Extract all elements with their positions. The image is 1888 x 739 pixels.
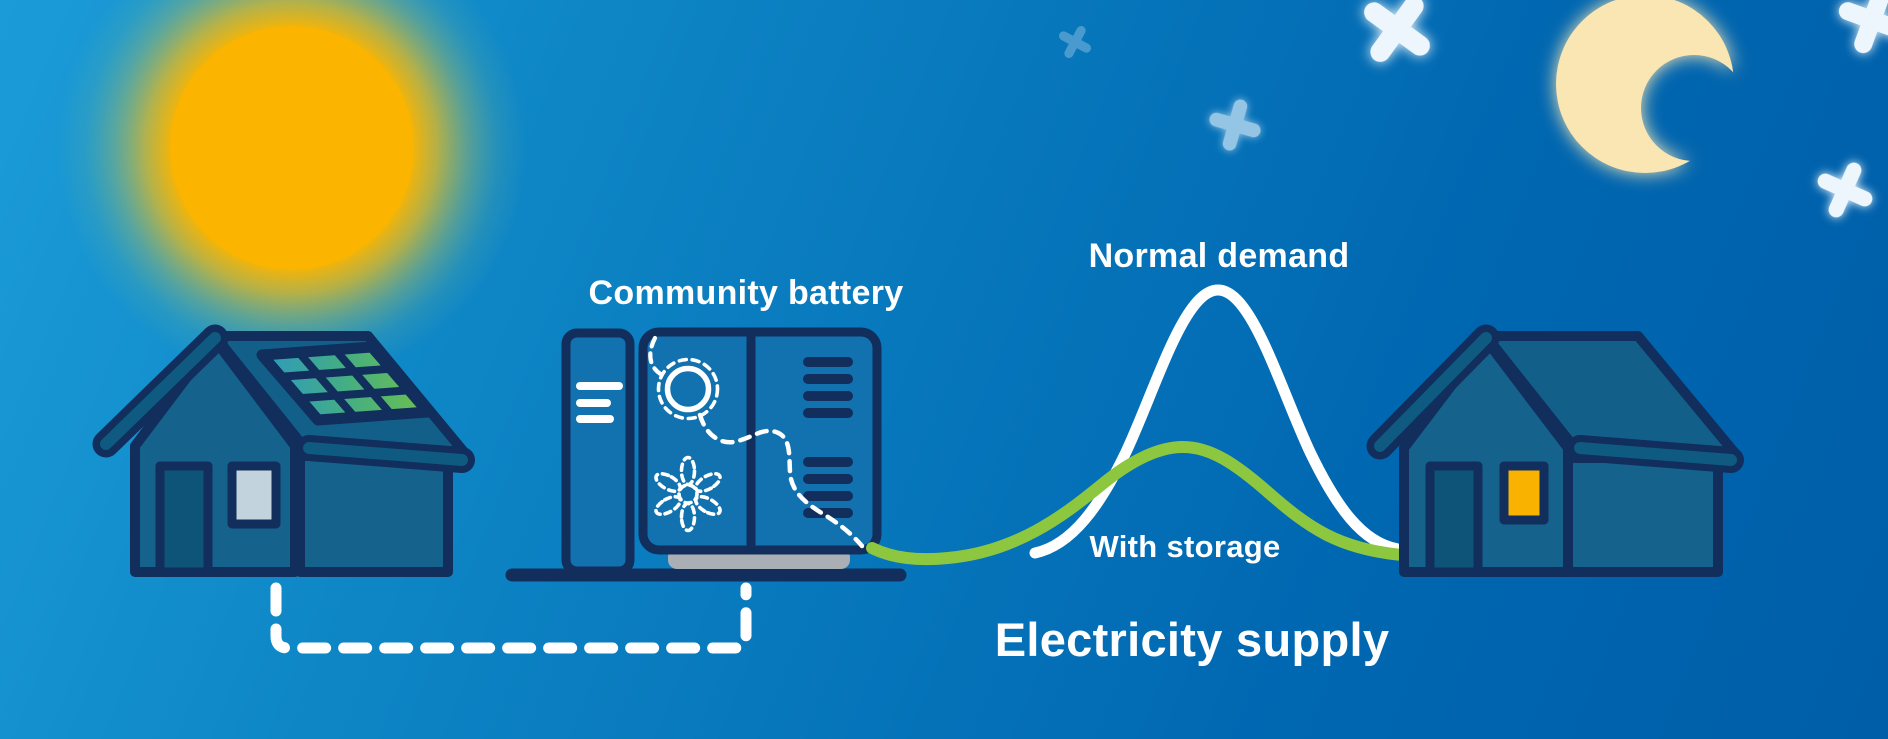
normal-demand-label: Normal demand	[1088, 237, 1350, 275]
door	[155, 461, 213, 577]
connection-dashed-line	[270, 582, 752, 654]
art-flower	[654, 455, 722, 533]
gable-roof-band	[92, 324, 229, 458]
community-battery-label: Community battery	[588, 274, 904, 312]
door	[1425, 461, 1483, 577]
solar-panel-icon	[256, 341, 434, 426]
vent-grille	[803, 357, 853, 518]
window	[227, 461, 281, 529]
star-icon	[1058, 25, 1092, 59]
star-icon	[1364, 0, 1430, 62]
house-extension-wall	[1563, 453, 1723, 577]
stars	[1058, 0, 1888, 218]
gable-roof-band	[1366, 324, 1500, 460]
with-storage-label: With storage	[1089, 529, 1281, 564]
art-meander-path	[697, 412, 865, 549]
electricity-supply-label: Electricity supply	[994, 613, 1390, 666]
art-top-squiggle	[648, 335, 669, 380]
with-storage-curve	[866, 440, 1408, 566]
house-with-solar-icon	[92, 324, 475, 577]
star-icon	[1817, 162, 1873, 218]
battery-side-cabinet	[561, 328, 635, 576]
star-icon	[1838, 0, 1888, 54]
window	[1499, 461, 1549, 525]
side-cabinet-lines	[576, 382, 623, 423]
community-battery-icon	[505, 327, 907, 582]
normal-demand-curve	[1029, 284, 1404, 559]
sun-core	[170, 26, 414, 270]
eave-strip	[296, 435, 475, 473]
house-extension-wall	[295, 451, 453, 577]
art-circle-dashed-ring	[656, 357, 720, 421]
moon-icon	[1556, 0, 1734, 173]
art-circle	[664, 365, 712, 413]
sun-icon	[57, 0, 527, 383]
eave-strip	[1567, 435, 1744, 473]
dashed-artwork	[648, 335, 865, 549]
house-icon	[1366, 324, 1744, 577]
star-icon	[1209, 99, 1261, 151]
